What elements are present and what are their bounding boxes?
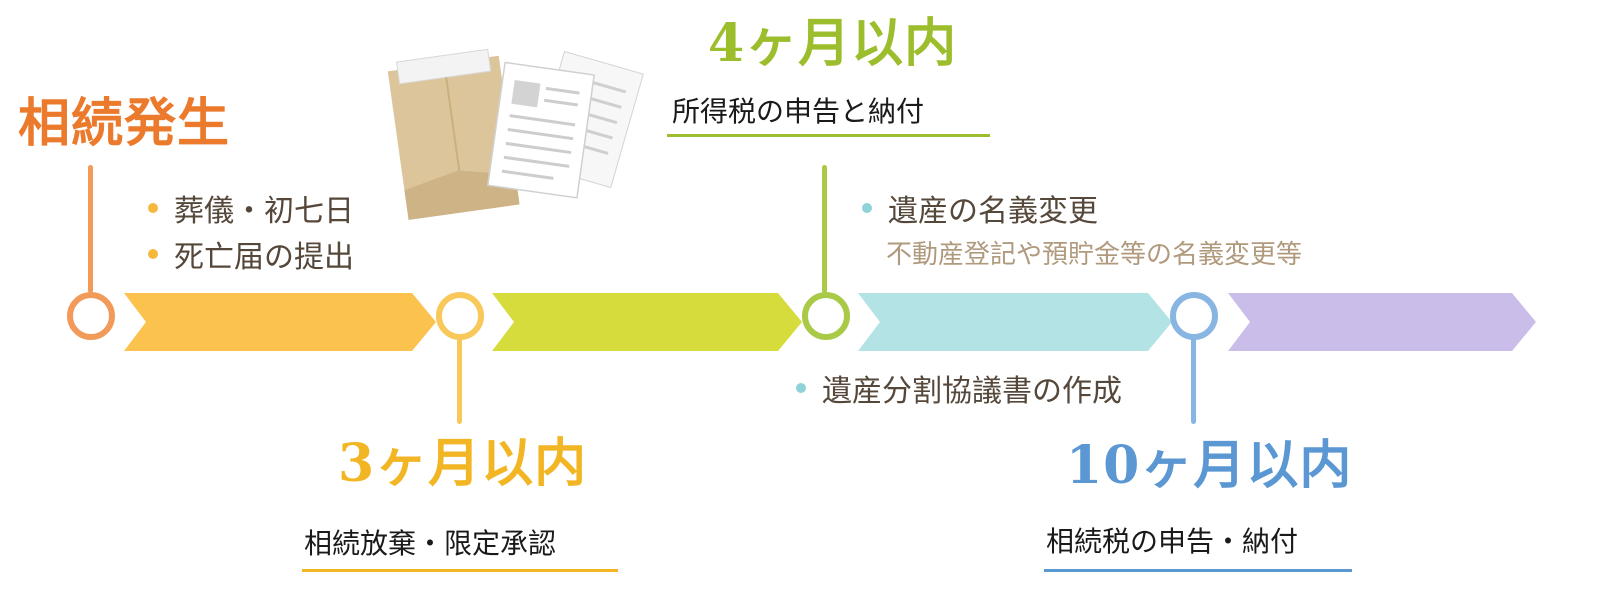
documents-envelope-icon xyxy=(387,48,644,220)
arrow-segment-purple xyxy=(1228,293,1536,351)
milestone-4-title: 4ヶ月以内 xyxy=(708,13,958,74)
milestone-3-node xyxy=(436,292,484,340)
milestone-10-node xyxy=(1170,292,1218,340)
mid-item: 遺産分割協議書の作成 xyxy=(796,366,1122,410)
milestone-4-stem xyxy=(822,165,827,293)
start-item-2: 死亡届の提出 xyxy=(148,232,354,276)
start-node xyxy=(67,292,115,340)
milestone-10-subtitle: 相続税の申告・納付 xyxy=(1046,525,1299,558)
arrow-segment-orange xyxy=(124,293,436,351)
milestone-3-subtitle: 相続放棄・限定承認 xyxy=(304,527,557,560)
start-title: 相続発生 xyxy=(18,93,231,154)
bullet-dot xyxy=(148,203,158,213)
arrow-segment-green xyxy=(492,293,802,351)
arrow-segment-cyan xyxy=(858,293,1172,351)
milestone-4-note: 不動産登記や預貯金等の名義変更等 xyxy=(886,240,1303,270)
start-stem xyxy=(88,165,93,293)
bullet-dot xyxy=(796,383,806,393)
milestone-3-stem xyxy=(457,336,462,424)
milestone-10-stem xyxy=(1191,336,1196,424)
bullet-dot xyxy=(148,249,158,259)
bullet-dot xyxy=(862,203,872,213)
milestone-4-node xyxy=(802,292,850,340)
milestone-3-underline xyxy=(302,569,618,572)
milestone-3-title: 3ヶ月以内 xyxy=(338,433,588,494)
milestone-10-underline xyxy=(1044,569,1352,572)
start-item-1: 葬儀・初七日 xyxy=(148,186,354,230)
milestone-4-item: 遺産の名義変更 xyxy=(862,186,1098,230)
milestone-4-subtitle: 所得税の申告と納付 xyxy=(672,95,925,128)
milestone-10-title: 10ヶ月以内 xyxy=(1066,435,1353,496)
milestone-4-underline xyxy=(667,134,990,137)
